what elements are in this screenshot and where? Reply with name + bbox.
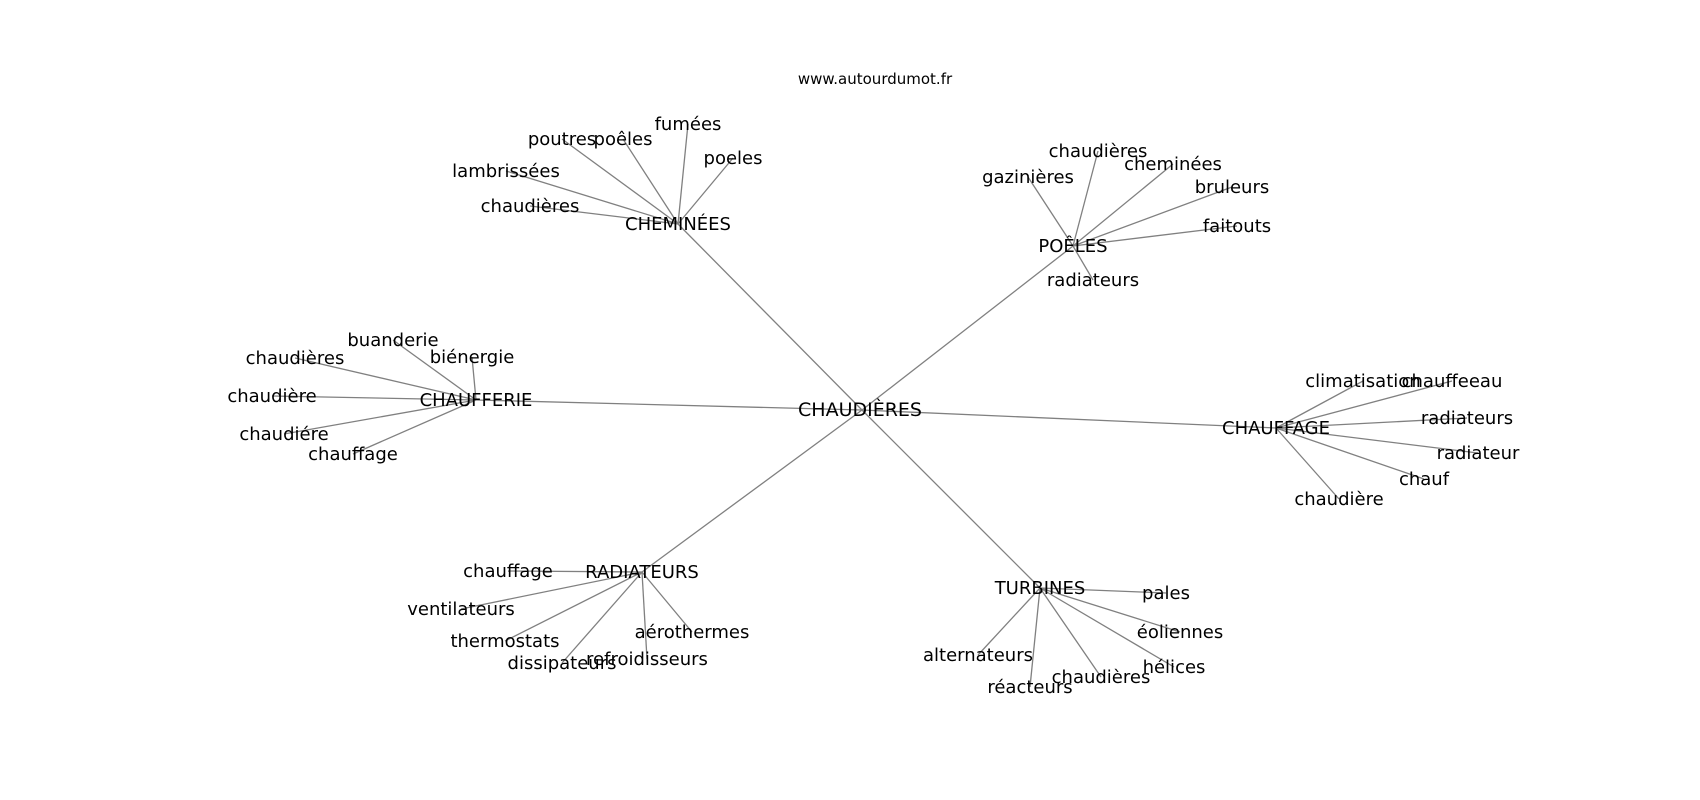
leaf-node[interactable]: réacteurs xyxy=(987,677,1072,698)
leaf-node[interactable]: radiateur xyxy=(1437,443,1520,464)
leaf-node[interactable]: pales xyxy=(1142,583,1190,604)
leaf-edge xyxy=(1275,380,1364,429)
leaf-node[interactable]: lambrissées xyxy=(452,161,560,182)
site-url: www.autourdumot.fr xyxy=(797,70,953,88)
leaf-edge xyxy=(1039,587,1102,678)
leaf-edge xyxy=(1039,587,1167,594)
leaf-node[interactable]: dissipateurs xyxy=(508,653,617,674)
root-edge xyxy=(641,409,863,573)
leaf-edge xyxy=(504,571,643,642)
leaf-node[interactable]: chaudiére xyxy=(239,424,328,445)
leaf-edge xyxy=(271,395,477,401)
leaf-node[interactable]: poêles xyxy=(594,129,653,150)
leaf-edge xyxy=(471,356,477,401)
leaf-edge xyxy=(561,138,679,225)
leaf-node[interactable]: poutres xyxy=(528,129,596,150)
leaf-node[interactable]: fumées xyxy=(655,114,722,135)
leaf-node[interactable]: faitouts xyxy=(1203,216,1271,237)
leaf-node[interactable]: ventilateurs xyxy=(407,599,515,620)
leaf-edge xyxy=(352,399,477,455)
hub-node[interactable]: CHAUFFAGE xyxy=(1222,418,1330,439)
leaf-edge xyxy=(1275,427,1340,500)
leaf-edge xyxy=(1029,587,1041,688)
leaf-node[interactable]: biénergie xyxy=(430,347,515,368)
leaf-node[interactable]: radiateurs xyxy=(1047,270,1139,291)
leaf-edge xyxy=(677,123,689,225)
leaf-edge xyxy=(507,570,643,573)
root-edge xyxy=(861,409,1277,429)
hub-node[interactable]: RADIATEURS xyxy=(585,562,699,583)
leaf-node[interactable]: poeles xyxy=(704,148,763,169)
root-node[interactable]: CHAUDIÈRES xyxy=(798,398,922,421)
leaf-node[interactable]: cheminées xyxy=(1124,154,1222,175)
root-edge xyxy=(861,245,1074,411)
leaf-node[interactable]: chaudières xyxy=(1052,667,1151,688)
leaf-node[interactable]: chaudières xyxy=(481,196,580,217)
leaf-node[interactable]: refroidisseurs xyxy=(586,649,708,670)
hub-node[interactable]: TURBINES xyxy=(994,578,1086,599)
leaf-edge xyxy=(1275,427,1425,480)
leaf-node[interactable]: chaudières xyxy=(246,348,345,369)
leaf-node[interactable]: aérothermes xyxy=(635,622,750,643)
leaf-node[interactable]: thermostats xyxy=(450,631,559,652)
leaf-edge xyxy=(622,138,679,225)
leaf-node[interactable]: chaudière xyxy=(1294,489,1383,510)
leaf-edge xyxy=(1072,163,1174,247)
leaf-edge xyxy=(283,399,477,435)
leaf-node[interactable]: chauf xyxy=(1399,469,1450,490)
root-edge xyxy=(677,223,863,411)
leaf-edge xyxy=(1072,245,1094,281)
leaf-node[interactable]: chaudière xyxy=(227,386,316,407)
leaf-edge xyxy=(392,339,477,401)
leaf-edge xyxy=(1275,427,1479,454)
leaf-node[interactable]: alternateurs xyxy=(923,645,1033,666)
leaf-edge xyxy=(1072,150,1099,247)
leaf-edge xyxy=(505,170,679,225)
root-edge xyxy=(475,399,863,411)
leaf-node[interactable]: chaudières xyxy=(1049,141,1148,162)
leaf-node[interactable]: éoliennes xyxy=(1137,622,1223,643)
leaf-edge xyxy=(1039,587,1175,668)
leaf-edge xyxy=(977,587,1041,656)
leaf-node[interactable]: radiateurs xyxy=(1421,408,1513,429)
leaf-node[interactable]: buanderie xyxy=(347,330,438,351)
leaf-edge xyxy=(529,205,679,225)
leaf-node[interactable]: chauffage xyxy=(463,561,553,582)
leaf-edge xyxy=(294,357,477,401)
graph-edges xyxy=(271,123,1479,688)
leaf-edge xyxy=(677,157,734,225)
leaf-edge xyxy=(641,571,648,660)
hub-node[interactable]: CHEMINÉES xyxy=(625,213,731,235)
hub-node[interactable]: POÊLES xyxy=(1038,235,1107,257)
hub-node[interactable]: CHAUFFERIE xyxy=(420,390,533,411)
leaf-node[interactable]: chauffeeau xyxy=(1402,371,1503,392)
leaf-node[interactable]: bruleurs xyxy=(1195,177,1270,198)
leaf-node[interactable]: climatisation xyxy=(1305,371,1420,392)
leaf-edge xyxy=(460,571,643,610)
leaf-edge xyxy=(1275,380,1453,429)
leaf-edge xyxy=(561,571,643,664)
leaf-node[interactable]: chauffage xyxy=(308,444,398,465)
root-edge xyxy=(861,409,1041,589)
leaf-edge xyxy=(1027,176,1074,247)
leaf-edge xyxy=(1039,587,1181,633)
leaf-edge xyxy=(1072,186,1233,247)
leaf-edge xyxy=(1072,225,1238,247)
leaf-edge xyxy=(1275,417,1468,429)
leaf-edge xyxy=(641,571,693,633)
leaf-node[interactable]: gazinières xyxy=(982,167,1074,188)
leaf-node[interactable]: hélices xyxy=(1143,657,1206,678)
